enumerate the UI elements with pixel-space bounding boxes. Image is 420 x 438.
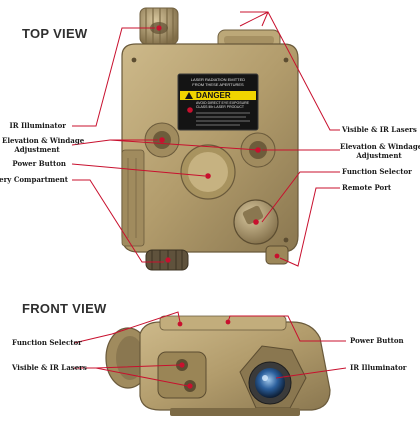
label-elevation-windage-left-1: Elevation & Windage (2, 136, 85, 145)
top-view-leader-lines (71, 11, 340, 267)
label-visible-ir-lasers: Visible & IR Lasers (342, 125, 417, 134)
power-button-dot (205, 173, 211, 179)
visible-laser-dot (179, 362, 185, 368)
label-elevation-windage-right-1: Elevation & Windage (340, 142, 420, 151)
battery-compartment (121, 149, 145, 247)
front-view-leader-lines (73, 311, 347, 387)
label-front-ir-illuminator: IR Illuminator (350, 363, 407, 372)
warning-avoid: AVOID DIRECT EYE EXPOSURE CLASS IIIb LAS… (196, 101, 256, 109)
warning-danger: DANGER (196, 91, 231, 100)
label-power-button: Power Button (12, 159, 66, 168)
warning-line-3: AVOID DIRECT EYE EXPOSURE (196, 101, 249, 105)
warning-line-1: LASER RADIATION EMITTED (190, 77, 246, 82)
ir-illuminator-dot (156, 25, 162, 31)
label-function-selector: Function Selector (342, 167, 412, 176)
label-elevation-windage-left-2: Adjustment (14, 144, 60, 154)
label-remote-port: Remote Port (342, 183, 392, 192)
front-function-selector-dot (177, 321, 183, 327)
warning-plate-text: LASER RADIATION EMITTED FROM THESE APERT… (180, 77, 256, 87)
label-ir-illuminator: IR Illuminator (9, 121, 67, 130)
label-elevation-windage-right: Elevation & Windage Adjustment (340, 142, 420, 160)
label-elevation-windage-right-2: Adjustment (356, 150, 402, 160)
ir-illuminator-lens (255, 368, 285, 398)
warning-class: CLASS IIIb LASER PRODUCT (196, 105, 245, 109)
label-elevation-windage-left: Elevation & Windage Adjustment (2, 136, 85, 154)
top-view-heading: TOP VIEW (22, 26, 88, 41)
ir-laser-dot (187, 383, 193, 389)
top-view-device (121, 7, 299, 271)
front-view-heading: FRONT VIEW (22, 301, 107, 316)
warning-line-2: FROM THESE APERTURES (192, 82, 244, 87)
warning-plate (177, 73, 259, 131)
label-front-function-selector: Function Selector (12, 338, 82, 347)
remote-port-dot (274, 253, 280, 259)
front-view-device (105, 315, 331, 416)
laser-emission-dot (187, 107, 193, 113)
laser-aperture-panel (157, 351, 207, 399)
label-front-visible-ir-lasers: Visible & IR Lasers (12, 363, 87, 372)
label-front-power-button: Power Button (350, 336, 404, 345)
label-battery-compartment: Battery Compartment (0, 175, 68, 184)
